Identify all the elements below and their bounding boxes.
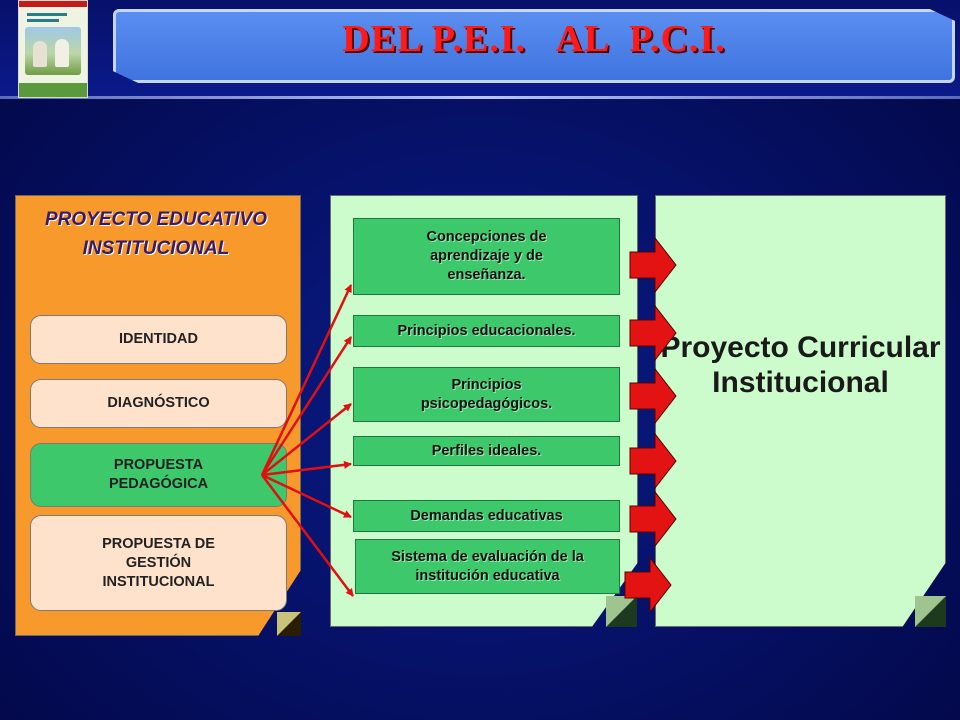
connector-arrow-concepciones — [260, 284, 353, 476]
pei-title: PROYECTO EDUCATIVO INSTITUCIONAL — [44, 209, 268, 259]
slide-title: DEL P.E.I. AL P.C.I. — [342, 18, 726, 60]
components-panel-fold — [606, 596, 637, 627]
connector-arrow-demandas-educativas — [261, 473, 352, 519]
component-sistema-evaluacion: Sistema de evaluación de la institución … — [355, 539, 620, 594]
pei-item-identidad: IDENTIDAD — [30, 315, 287, 364]
block-arrow-4 — [629, 432, 677, 490]
block-arrow-5 — [629, 490, 677, 548]
block-arrow-1 — [629, 236, 677, 294]
block-arrow-6 — [624, 556, 672, 614]
component-principios-psicopedagogicos: Principios psicopedagógicos. — [353, 367, 620, 422]
component-principios-educacionales: Principios educacionales. — [353, 315, 620, 347]
pci-title: Proyecto Curricular Institucional — [660, 331, 941, 399]
component-demandas-educativas: Demandas educativas — [353, 500, 620, 532]
pci-panel-fold — [915, 596, 946, 627]
component-concepciones: Concepciones de aprendizaje y de enseñan… — [353, 218, 620, 295]
component-perfiles-ideales: Perfiles ideales. — [353, 436, 620, 466]
connector-arrow-sistema-evaluacion — [261, 474, 354, 597]
document-cover-thumbnail — [18, 0, 88, 98]
connector-arrow-principios-educacionales — [260, 336, 353, 476]
header-divider — [0, 96, 960, 99]
connector-arrow-perfiles-ideales — [261, 460, 352, 477]
block-arrow-3 — [629, 367, 677, 425]
block-arrow-2 — [629, 304, 677, 362]
pei-item-propuesta-pedagogica: PROPUESTA PEDAGÓGICA — [30, 443, 287, 507]
pci-panel — [655, 195, 946, 627]
pei-panel-fold — [277, 612, 301, 636]
pei-item-diagnostico: DIAGNÓSTICO — [30, 379, 287, 428]
connector-arrow-principios-psicopedagogicos — [261, 403, 352, 476]
pei-item-propuesta-gestion: PROPUESTA DE GESTIÓN INSTITUCIONAL — [30, 515, 287, 611]
title-banner — [113, 9, 955, 83]
